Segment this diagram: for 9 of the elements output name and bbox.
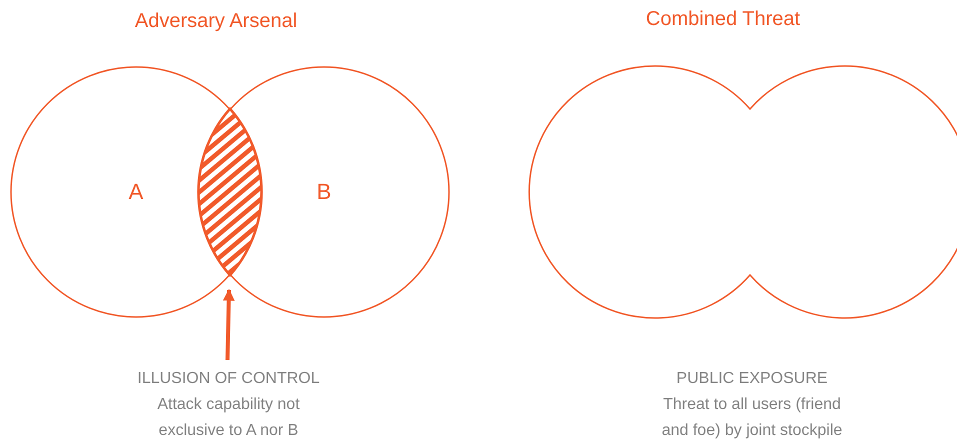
arrow (222, 288, 235, 360)
caption-heading: ILLUSION OF CONTROL (137, 369, 320, 389)
caption-heading: PUBLIC EXPOSURE (676, 369, 828, 389)
section-heading: Combined Threat (646, 8, 800, 31)
set-label: B (316, 179, 332, 205)
caption-text: Threat to all users (friend and foe) by joint stockpile (660, 395, 844, 441)
section-heading: Adversary Arsenal (134, 10, 298, 33)
caption-text: Attack capability not exclusive to A nor B (156, 395, 301, 441)
set-label: A (128, 179, 144, 205)
